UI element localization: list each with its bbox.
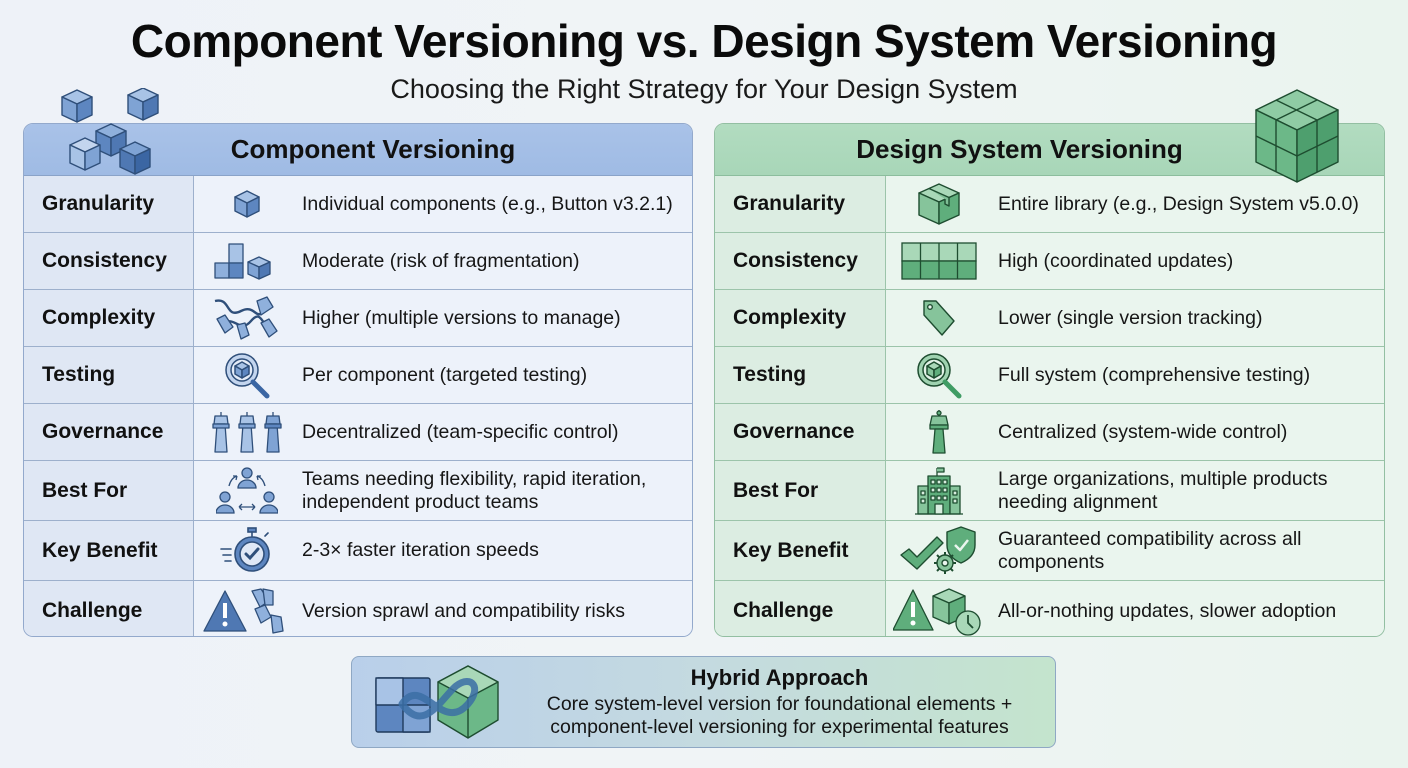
table-row: Best For Teams needing flexibility, rapi… — [24, 461, 692, 521]
table-row: Challenge Version sprawl and compatibili… — [24, 581, 692, 636]
row-label: Testing — [24, 347, 194, 403]
page-subtitle: Choosing the Right Strategy for Your Des… — [390, 74, 1018, 104]
row-value: Centralized (system-wide control) — [992, 404, 1384, 460]
row-value: Entire library (e.g., Design System v5.0… — [992, 176, 1384, 232]
warning-tags-icon — [194, 581, 300, 636]
row-label: Complexity — [24, 290, 194, 346]
puzzle-infinity-icon — [352, 664, 522, 740]
table-row: Consistency Moderate (risk of fragmentat… — [24, 233, 692, 290]
table-row: Governance Centralized (system-wide cont… — [715, 404, 1384, 461]
component-versioning-panel: Component Versioning Granularity Individ… — [23, 123, 693, 637]
row-value: Higher (multiple versions to manage) — [300, 290, 692, 346]
row-value: Individual components (e.g., Button v3.2… — [300, 176, 692, 232]
row-label: Challenge — [715, 581, 886, 636]
table-row: Governance Decentralized (team-specific … — [24, 404, 692, 461]
table-row: Testing Per component (targeted testing) — [24, 347, 692, 404]
table-row: Complexity Higher (multiple versions to … — [24, 290, 692, 347]
three-towers-icon — [194, 404, 300, 460]
design-system-versioning-panel: Design System Versioning Granularity Ent… — [714, 123, 1385, 637]
tangled-tags-icon — [194, 290, 300, 346]
row-value: High (coordinated updates) — [992, 233, 1384, 289]
table-row: Testing Full system (comprehensive testi… — [715, 347, 1384, 404]
table-row: Granularity Entire library (e.g., Design… — [715, 176, 1384, 233]
row-value: Version sprawl and compatibility risks — [300, 581, 692, 636]
magnifier-box-icon — [886, 347, 992, 403]
row-label: Consistency — [715, 233, 886, 289]
row-label: Complexity — [715, 290, 886, 346]
hybrid-description-line-2: component-level versioning for experimen… — [550, 716, 1009, 738]
single-tag-icon — [886, 290, 992, 346]
table-row: Challenge All-or-nothing updates, slower… — [715, 581, 1384, 636]
row-value: Teams needing flexibility, rapid iterati… — [300, 461, 692, 520]
row-value: Large organizations, multiple products n… — [992, 461, 1384, 520]
row-label: Best For — [715, 461, 886, 520]
row-value: Lower (single version tracking) — [992, 290, 1384, 346]
office-building-icon — [886, 461, 992, 520]
table-row: Complexity Lower (single version trackin… — [715, 290, 1384, 347]
row-label: Key Benefit — [715, 521, 886, 580]
control-tower-icon — [886, 404, 992, 460]
check-shield-gear-icon — [886, 521, 992, 580]
row-label: Granularity — [24, 176, 194, 232]
row-label: Best For — [24, 461, 194, 520]
row-label: Testing — [715, 347, 886, 403]
row-label: Challenge — [24, 581, 194, 636]
page-title: Component Versioning vs. Design System V… — [130, 15, 1278, 67]
team-cycle-icon — [194, 461, 300, 520]
row-label: Key Benefit — [24, 521, 194, 580]
hybrid-approach-box: Hybrid Approach Core system-level versio… — [351, 656, 1056, 748]
row-value: Moderate (risk of fragmentation) — [300, 233, 692, 289]
grid-icon — [886, 233, 992, 289]
package-box-icon — [886, 176, 992, 232]
puzzle-cubes-icon — [60, 88, 170, 184]
table-row: Best For Large organizations, multiple p… — [715, 461, 1384, 521]
row-value: Guaranteed compatibility across all comp… — [992, 521, 1384, 580]
row-label: Governance — [24, 404, 194, 460]
row-label: Governance — [715, 404, 886, 460]
row-value: Per component (targeted testing) — [300, 347, 692, 403]
table-row: Granularity Individual components (e.g.,… — [24, 176, 692, 233]
row-label: Consistency — [24, 233, 194, 289]
row-value: Decentralized (team-specific control) — [300, 404, 692, 460]
blocks-and-cube-icon — [194, 233, 300, 289]
hybrid-description-line-1: Core system-level version for foundation… — [546, 693, 1013, 715]
warning-box-clock-icon — [886, 581, 992, 636]
table-row: Key Benefit 2-3× faster iteration speeds — [24, 521, 692, 581]
cube-icon — [194, 176, 300, 232]
table-row: Consistency High (coordinated updates) — [715, 233, 1384, 290]
row-value: 2-3× faster iteration speeds — [300, 521, 692, 580]
row-label: Granularity — [715, 176, 886, 232]
stopwatch-check-icon — [194, 521, 300, 580]
row-value: Full system (comprehensive testing) — [992, 347, 1384, 403]
puzzle-cube-icon — [1252, 88, 1342, 184]
row-value: All-or-nothing updates, slower adoption — [992, 581, 1384, 636]
magnifier-cube-icon — [194, 347, 300, 403]
table-row: Key Benefit Guaranteed compatibility acr… — [715, 521, 1384, 581]
hybrid-title: Hybrid Approach — [690, 665, 869, 690]
